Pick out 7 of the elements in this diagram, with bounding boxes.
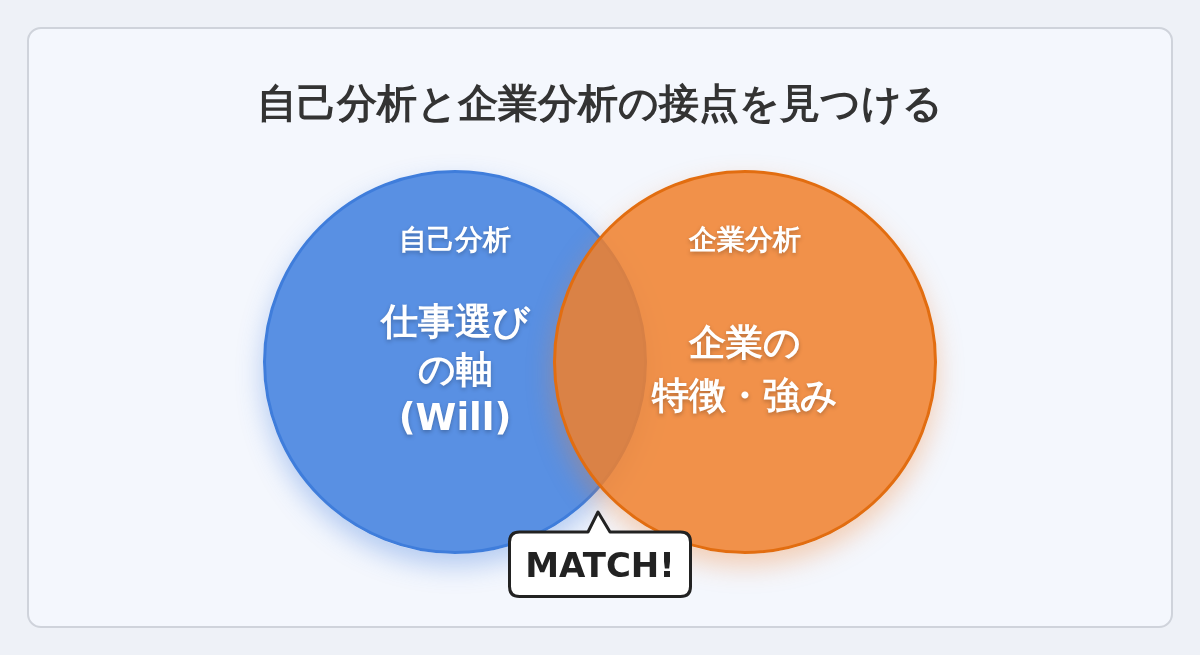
circle-text: 企業の特徴・強み (650, 320, 839, 419)
circle-text: 仕事選びの軸 (Will) (379, 299, 532, 441)
bubble-text: MATCH! (525, 544, 675, 587)
circle-heading: 企業分析 (689, 222, 801, 258)
diagram-title: 自己分析と企業分析の接点を見つける (257, 79, 943, 128)
circle-heading: 自己分析 (399, 222, 511, 258)
speech-bubble (508, 510, 692, 598)
